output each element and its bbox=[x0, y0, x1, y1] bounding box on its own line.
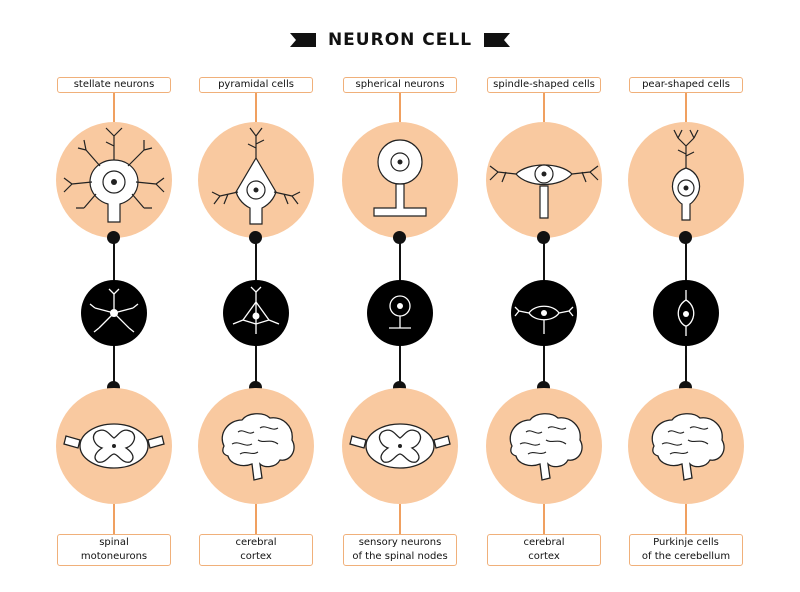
cell-symbol bbox=[223, 280, 289, 346]
cell-symbol bbox=[653, 280, 719, 346]
spherical-neuron-icon bbox=[373, 139, 427, 217]
connector-line bbox=[113, 504, 115, 534]
organ-illustration bbox=[342, 388, 458, 504]
location-label: sensory neurons of the spinal nodes bbox=[343, 534, 457, 566]
connector-dot bbox=[107, 231, 120, 244]
spherical-symbol-icon bbox=[389, 295, 411, 329]
organ-illustration bbox=[486, 388, 602, 504]
location-label-line2: cortex bbox=[528, 551, 560, 562]
pear-neuron-icon bbox=[671, 129, 701, 221]
location-label-line1: cerebral bbox=[523, 537, 565, 548]
cell-illustration bbox=[628, 122, 744, 238]
cell-illustration bbox=[342, 122, 458, 238]
organ-illustration bbox=[56, 388, 172, 504]
location-label-line2: of the spinal nodes bbox=[352, 551, 448, 562]
diagram-title: NEURON CELL bbox=[0, 26, 800, 54]
location-label-line1: sensory neurons bbox=[358, 537, 442, 548]
cell-type-label: spherical neurons bbox=[343, 77, 457, 93]
connector-line bbox=[399, 504, 401, 534]
location-label: spinal motoneurons bbox=[57, 534, 171, 566]
connector-dot bbox=[537, 231, 550, 244]
spinal-cord-icon bbox=[63, 423, 165, 469]
connector-line bbox=[255, 504, 257, 534]
connector-line bbox=[255, 92, 257, 122]
location-label-line2: of the cerebellum bbox=[641, 551, 731, 562]
connector-dot bbox=[249, 231, 262, 244]
connector-dot bbox=[679, 231, 692, 244]
stellate-neuron-icon bbox=[63, 127, 165, 223]
cell-illustration bbox=[198, 122, 314, 238]
column-stellate: stellate neurons bbox=[44, 0, 184, 592]
connector-line bbox=[685, 504, 687, 534]
location-label-line1: Purkinje cells bbox=[653, 537, 719, 548]
column-pear: pear-shaped cells bbox=[616, 0, 756, 592]
connector-line bbox=[543, 92, 545, 122]
location-label-line1: cerebral bbox=[235, 537, 277, 548]
cell-type-label: stellate neurons bbox=[57, 77, 171, 93]
spindle-neuron-icon bbox=[489, 164, 599, 219]
brain-icon bbox=[509, 413, 583, 481]
column-spherical: spherical neurons bbox=[330, 0, 470, 592]
connector-line bbox=[399, 92, 401, 122]
spinal-cord-icon bbox=[349, 423, 451, 469]
left-ribbon-icon bbox=[289, 33, 316, 47]
column-spindle: spindle-shaped cells bbox=[474, 0, 614, 592]
location-label: cerebral cortex bbox=[487, 534, 601, 566]
cell-illustration bbox=[56, 122, 172, 238]
cell-symbol bbox=[81, 280, 147, 346]
brain-icon bbox=[651, 413, 725, 481]
pyramidal-symbol-icon bbox=[232, 286, 280, 334]
cell-type-label: pyramidal cells bbox=[199, 77, 313, 93]
location-label-line1: spinal bbox=[99, 537, 129, 548]
cell-illustration bbox=[486, 122, 602, 238]
pear-symbol-icon bbox=[677, 290, 695, 336]
right-ribbon-icon bbox=[484, 33, 511, 47]
connector-line bbox=[113, 92, 115, 122]
location-label: Purkinje cells of the cerebellum bbox=[629, 534, 743, 566]
cell-type-label: pear-shaped cells bbox=[629, 77, 743, 93]
title-text: NEURON CELL bbox=[327, 30, 473, 50]
cell-symbol bbox=[367, 280, 433, 346]
location-label: cerebral cortex bbox=[199, 534, 313, 566]
location-label-line2: motoneurons bbox=[80, 551, 148, 562]
connector-dot bbox=[393, 231, 406, 244]
cell-symbol bbox=[511, 280, 577, 346]
organ-illustration bbox=[198, 388, 314, 504]
spindle-symbol-icon bbox=[514, 305, 574, 334]
cell-type-label: spindle-shaped cells bbox=[487, 77, 601, 93]
location-label-line2: cortex bbox=[240, 551, 272, 562]
stellate-symbol-icon bbox=[89, 288, 139, 333]
connector-line bbox=[685, 92, 687, 122]
column-pyramidal: pyramidal cells bbox=[186, 0, 326, 592]
organ-illustration bbox=[628, 388, 744, 504]
connector-line bbox=[543, 504, 545, 534]
pyramidal-neuron-icon bbox=[211, 127, 301, 225]
brain-icon bbox=[221, 413, 295, 481]
